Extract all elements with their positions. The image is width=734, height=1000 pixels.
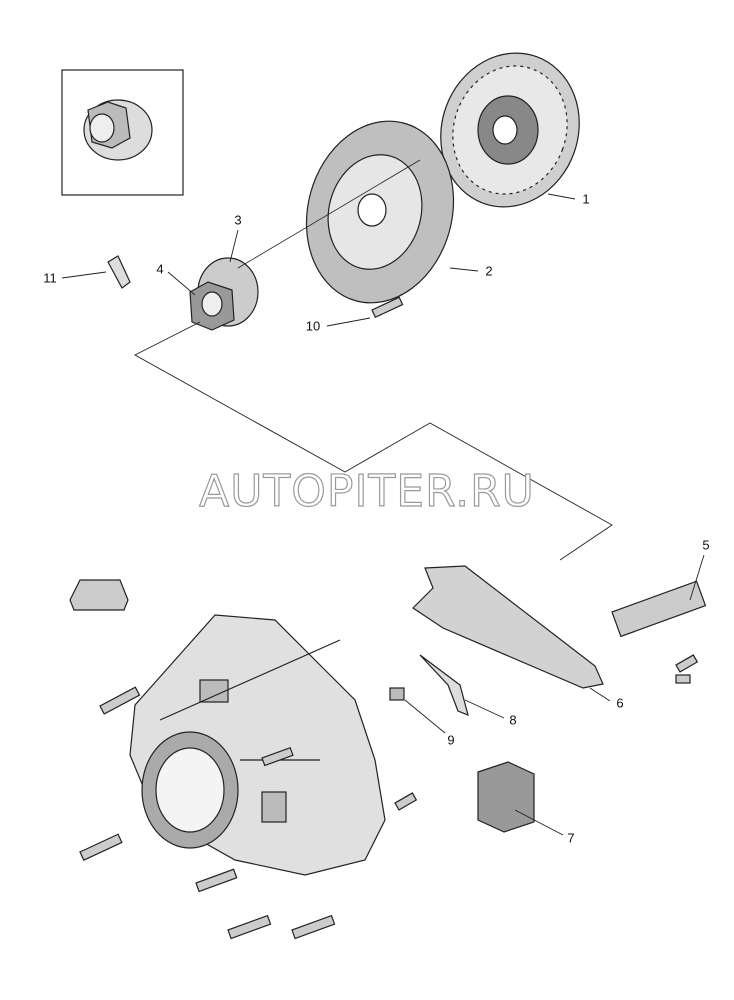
callout-9: 9 <box>447 732 455 748</box>
callout-2: 2 <box>485 263 493 279</box>
callout-7: 7 <box>567 830 575 846</box>
bolts <box>79 674 691 940</box>
callout-5: 5 <box>702 537 710 553</box>
dust-cap <box>69 579 129 611</box>
callout-1: 1 <box>582 191 590 207</box>
callout-6: 6 <box>616 695 624 711</box>
release-fork <box>412 565 604 689</box>
release-bearing <box>189 257 259 331</box>
callout-8: 8 <box>509 712 517 728</box>
clutch-disc <box>440 52 580 208</box>
watermark: AUTOPITER.RU <box>199 465 535 517</box>
callout-10: 10 <box>305 318 321 334</box>
callout-3: 3 <box>234 212 242 228</box>
callout-11: 11 <box>43 270 57 286</box>
slave-cylinder <box>611 580 707 673</box>
leader-lines <box>61 193 705 836</box>
rubber-pad <box>477 761 535 833</box>
bellhousing <box>129 614 386 876</box>
clip <box>107 255 131 289</box>
inset-detail <box>61 69 184 196</box>
pressure-plate <box>305 120 455 304</box>
bolt-10 <box>371 296 404 319</box>
callout-4: 4 <box>156 261 164 277</box>
